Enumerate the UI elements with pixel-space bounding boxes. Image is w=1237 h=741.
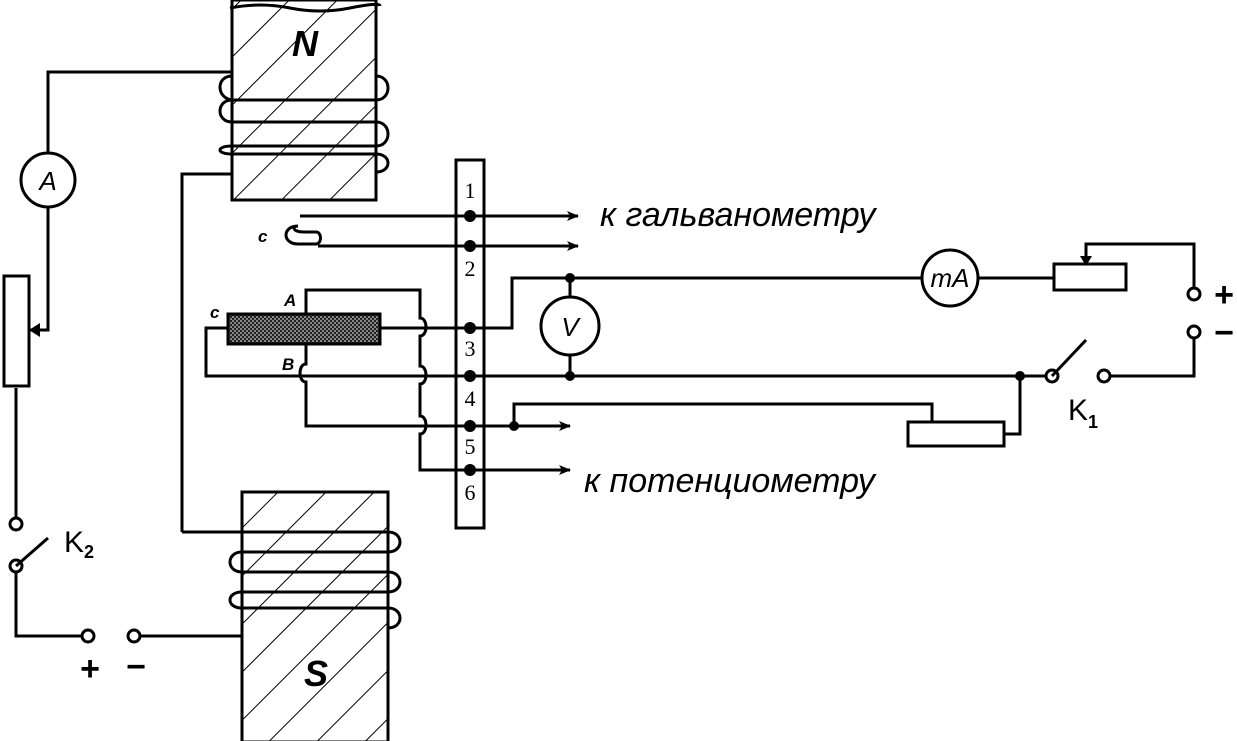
switch-k2: K2 — [8, 516, 94, 574]
right-supply: + − — [1186, 276, 1234, 352]
sample-current-circuit — [470, 242, 1196, 436]
k1-label: K1 — [1068, 394, 1098, 432]
terminal-2-label: 2 — [465, 256, 476, 281]
label-c-left: c — [210, 303, 220, 322]
bottom-minus-label: − — [126, 648, 146, 686]
terminal-6-label: 6 — [465, 480, 476, 505]
terminal-3-label: 3 — [465, 336, 476, 361]
to-potentiometer-label: к потенциометру — [584, 462, 877, 500]
voltmeter-label: V — [561, 312, 581, 342]
right-plus-label: + — [1214, 276, 1234, 314]
ammeter: A — [19, 151, 77, 209]
milliammeter: mA — [920, 248, 980, 308]
potentiometer-leads: к потенциометру — [470, 402, 934, 500]
voltmeter: V — [539, 295, 601, 357]
label-a: A — [283, 291, 296, 310]
sample: c A B — [210, 291, 382, 374]
milliammeter-label: mA — [931, 263, 970, 293]
terminal-1-label: 1 — [465, 178, 476, 203]
k2-label: K2 — [64, 526, 94, 562]
bottom-supply: + − — [80, 628, 146, 688]
south-label: S — [304, 653, 328, 694]
south-coil — [182, 530, 402, 630]
terminal-5-label: 5 — [465, 434, 476, 459]
ammeter-label: A — [37, 166, 56, 196]
switch-k1: K1 — [1044, 338, 1112, 432]
label-c-top: c — [258, 227, 268, 246]
north-coil — [218, 74, 390, 174]
galvanometer-leads: c к гальванометру — [258, 196, 878, 252]
bottom-plus-label: + — [80, 650, 100, 688]
potentiometer-resistor — [906, 420, 1006, 448]
to-galvanometer-label: к гальванометру — [600, 196, 878, 234]
label-b: B — [282, 355, 294, 374]
terminal-4-label: 4 — [465, 386, 476, 411]
north-label: N — [292, 23, 319, 64]
field-rheostat — [2, 274, 40, 388]
current-rheostat — [1052, 256, 1128, 292]
south-pole-piece: S — [240, 490, 390, 741]
electromagnet-circuit — [14, 70, 242, 638]
right-minus-label: − — [1214, 314, 1234, 352]
